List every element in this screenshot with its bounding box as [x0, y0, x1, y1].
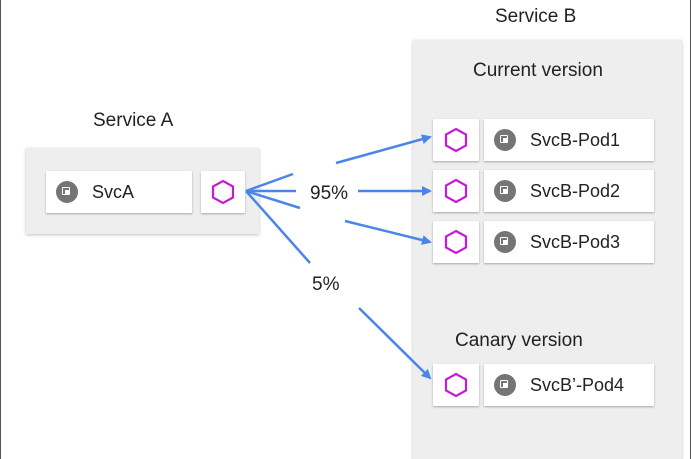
svcb-pod4-card: SvcB’-Pod4: [484, 364, 654, 406]
current-traffic-split-label: 95%: [310, 183, 349, 204]
sidecar-proxy-hexagon-icon: [444, 229, 468, 255]
arrow-to-pod4: [358, 307, 432, 380]
arrow-to-pod3: [245, 189, 301, 210]
pod4-proxy-card: [433, 364, 479, 406]
arrow-to-pod1: [335, 134, 432, 165]
canary-version-label: Canary version: [455, 330, 583, 351]
arrow-to-pod1: [245, 172, 294, 193]
svca-pod-card: SvcA: [46, 171, 192, 213]
svcb-pod3-label: SvcB-Pod3: [530, 231, 621, 252]
svcb-pod4-label: SvcB’-Pod4: [530, 374, 625, 395]
arrow-to-pod3: [344, 219, 432, 245]
pod-icon: [494, 231, 516, 253]
svcb-pod2-card: SvcB-Pod2: [484, 170, 654, 212]
pod-icon: [494, 129, 516, 151]
sidecar-proxy-hexagon-icon: [444, 127, 468, 153]
svcb-pod3-card: SvcB-Pod3: [484, 221, 654, 263]
current-version-label: Current version: [473, 60, 603, 81]
svcb-pod2-label: SvcB-Pod2: [530, 180, 621, 201]
pod-icon: [494, 374, 516, 396]
pod1-proxy-card: [433, 119, 479, 161]
svca-proxy-card: [201, 171, 245, 213]
pod3-proxy-card: [433, 221, 479, 263]
sidecar-proxy-hexagon-icon: [211, 179, 235, 205]
pod-icon: [494, 180, 516, 202]
service-a-title: Service A: [93, 110, 174, 131]
canary-traffic-split-label: 5%: [312, 274, 340, 295]
service-b-title: Service B: [495, 6, 577, 27]
pod2-proxy-card: [433, 170, 479, 212]
sidecar-proxy-hexagon-icon: [444, 372, 468, 398]
svcb-pod1-label: SvcB-Pod1: [530, 129, 621, 150]
sidecar-proxy-hexagon-icon: [444, 178, 468, 204]
left-frame-border: [0, 0, 1, 459]
svcb-pod1-card: SvcB-Pod1: [484, 119, 654, 161]
pod-icon: [56, 181, 78, 203]
svca-pod-label: SvcA: [92, 181, 135, 202]
arrow-to-pod4: [245, 190, 311, 264]
